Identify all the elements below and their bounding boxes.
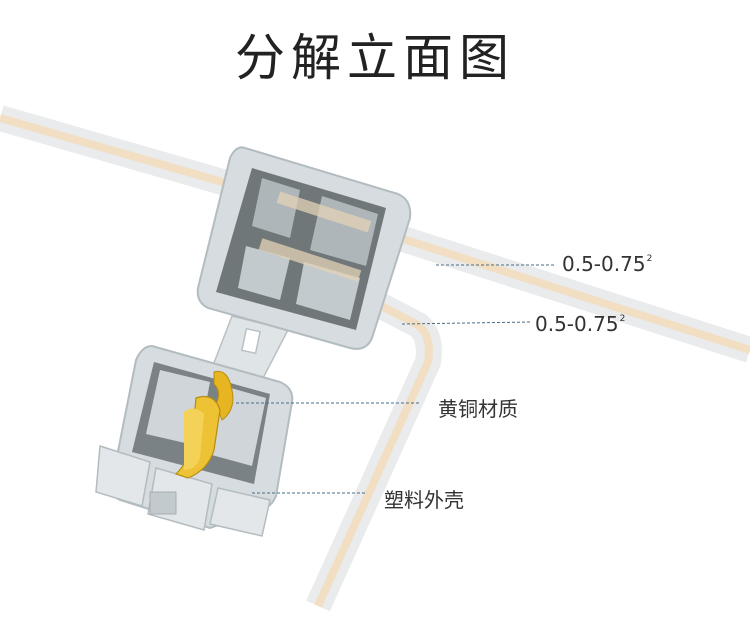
callout-superscript: 2 xyxy=(646,254,653,264)
callout-wire-size-2: 0.5-0.752 xyxy=(535,312,625,336)
leader-line xyxy=(401,321,531,325)
callout-label: 0.5-0.75 xyxy=(535,312,619,336)
brass-contact xyxy=(174,370,234,479)
page-title: 分解立面图 xyxy=(235,29,515,87)
callout-brass-material: 黄铜材质 xyxy=(438,397,518,421)
callout-plastic-shell: 塑料外壳 xyxy=(384,488,464,512)
leader-lines xyxy=(236,264,556,494)
hinge-strap xyxy=(210,315,290,381)
upper-housing xyxy=(196,146,412,350)
callout-superscript: 2 xyxy=(619,314,626,324)
callout-label: 0.5-0.75 xyxy=(562,252,646,276)
wire-branch xyxy=(306,288,442,612)
callout-wire-size-1: 0.5-0.752 xyxy=(562,252,652,276)
